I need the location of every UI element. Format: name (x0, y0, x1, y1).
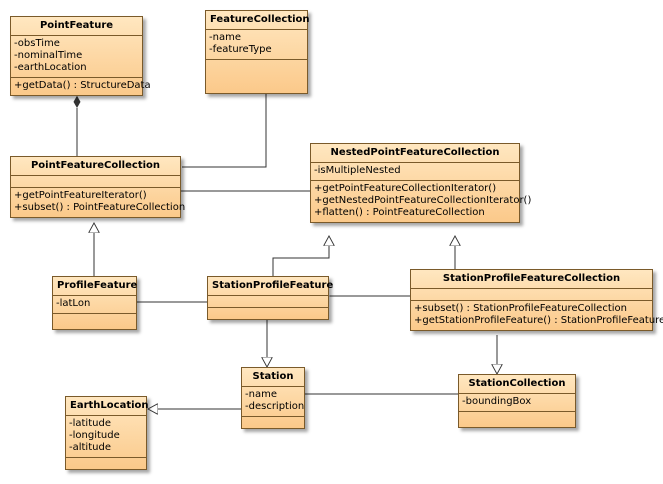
class-name: StationProfileFeature (212, 280, 334, 291)
class-name: Station (252, 371, 294, 382)
attribute: -obsTime (14, 38, 60, 49)
class-name: StationCollection (468, 378, 566, 389)
operations-section (66, 457, 146, 469)
class-point-feature-collection[interactable]: PointFeatureCollection +getPointFeatureI… (10, 156, 186, 218)
attribute: -earthLocation (14, 62, 87, 73)
class-feature-collection[interactable]: FeatureCollection -name -featureType (205, 10, 310, 94)
operation: +getData() : StructureData (14, 80, 151, 91)
operations-section: +subset() : StationProfileFeatureCollect… (411, 300, 663, 330)
operations-section (53, 313, 136, 329)
class-name: FeatureCollection (210, 14, 310, 25)
attributes-section (11, 175, 180, 187)
attribute: -latitude (69, 418, 111, 429)
operation: +getStationProfileFeature() : StationPro… (414, 315, 663, 326)
attributes-section: -latLon (53, 295, 136, 313)
class-profile-feature[interactable]: ProfileFeature -latLon (52, 276, 137, 330)
operation: +subset() : StationProfileFeatureCollect… (414, 303, 627, 314)
attributes-section: -obsTime -nominalTime -earthLocation (11, 35, 142, 77)
attributes-section: -boundingBox (459, 393, 575, 411)
class-name: StationProfileFeatureCollection (442, 273, 621, 284)
class-point-feature[interactable]: PointFeature -obsTime -nominalTime -eart… (10, 16, 151, 96)
attributes-section (208, 295, 328, 307)
class-nested-point-feature-collection[interactable]: NestedPointFeatureCollection -isMultiple… (310, 143, 532, 223)
class-station-collection[interactable]: StationCollection -boundingBox (458, 374, 576, 428)
operations-section (242, 416, 304, 428)
attributes-section (411, 288, 652, 300)
operations-section: +getPointFeatureIterator() +subset() : P… (11, 187, 186, 217)
attribute: -longitude (69, 430, 120, 441)
attribute: -boundingBox (462, 396, 532, 407)
attribute: -name (245, 389, 277, 400)
class-earth-location[interactable]: EarthLocation -latitude -longitude -alti… (65, 396, 149, 470)
class-name: NestedPointFeatureCollection (330, 147, 500, 158)
operation: +getPointFeatureCollectionIterator() (314, 183, 497, 194)
attribute: -latLon (56, 298, 91, 309)
attributes-section: -name -featureType (206, 29, 307, 59)
class-name: PointFeature (39, 20, 114, 31)
class-name: PointFeatureCollection (30, 160, 161, 171)
attribute: -isMultipleNested (314, 165, 401, 176)
operations-section: +getData() : StructureData (11, 77, 151, 95)
attributes-section: -name -description (242, 386, 304, 416)
operation: +getPointFeatureIterator() (14, 190, 147, 201)
class-station-profile-feature[interactable]: StationProfileFeature (207, 276, 334, 320)
operation: +flatten() : PointFeatureCollection (314, 207, 485, 218)
attributes-section: -latitude -longitude -altitude (66, 415, 146, 457)
class-station[interactable]: Station -name -description (241, 367, 305, 429)
generalization-spf-to-nested (272, 236, 329, 276)
operations-section (459, 411, 575, 427)
attribute: -featureType (209, 44, 272, 55)
attribute: -nominalTime (14, 50, 83, 61)
attribute: -altitude (69, 442, 111, 453)
operations-section (206, 59, 307, 93)
attributes-section: -isMultipleNested (311, 162, 519, 180)
operation: +subset() : PointFeatureCollection (14, 202, 186, 213)
operations-section: +getPointFeatureCollectionIterator() +ge… (311, 180, 532, 222)
class-station-profile-feature-collection[interactable]: StationProfileFeatureCollection +subset(… (410, 269, 663, 331)
generalization-pfc-to-featurecollection (182, 78, 266, 168)
class-name: EarthLocation (70, 400, 149, 411)
operation: +getNestedPointFeatureCollectionIterator… (314, 195, 532, 206)
operations-section (208, 307, 328, 319)
attribute: -name (209, 32, 241, 43)
attribute: -description (245, 401, 305, 412)
class-name: ProfileFeature (57, 280, 138, 291)
